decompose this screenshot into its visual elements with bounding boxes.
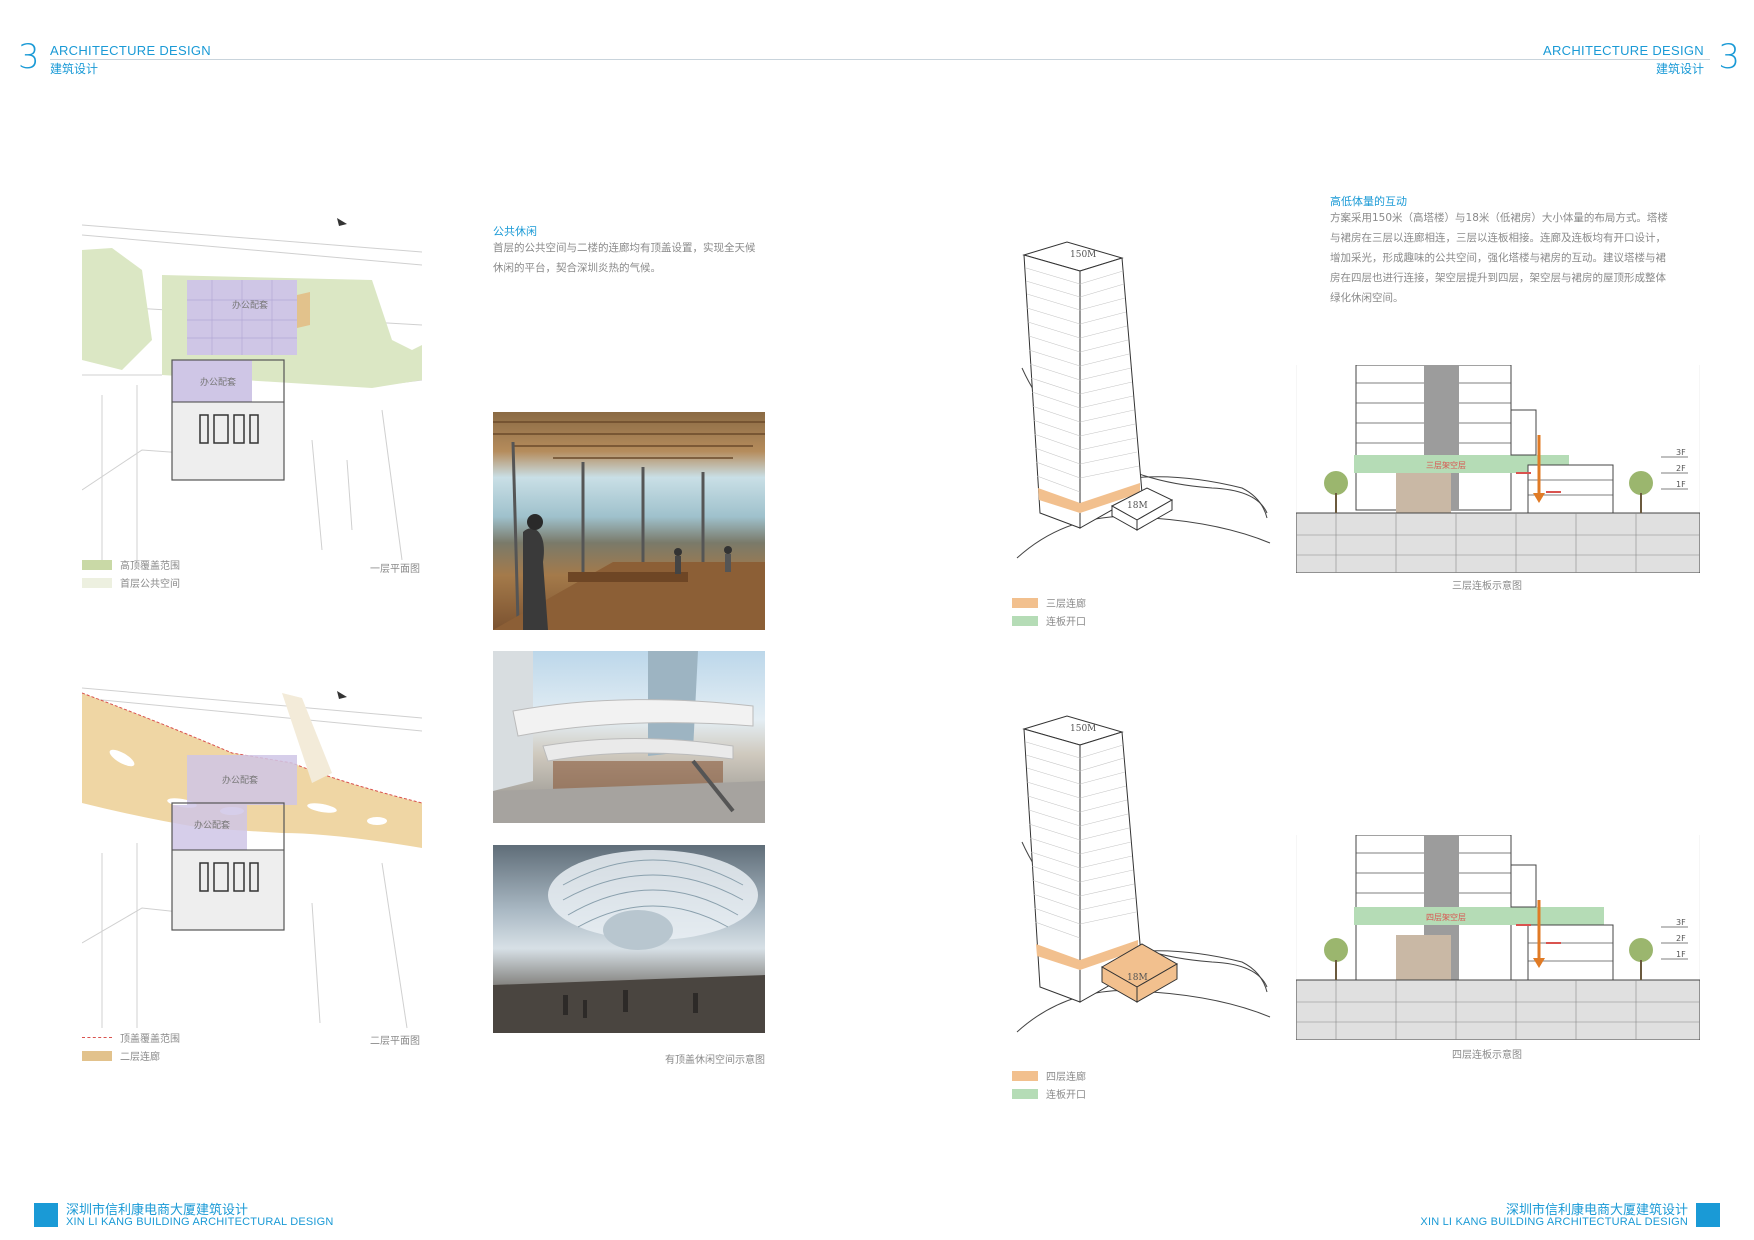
diagram1-legend-2: 连板开口	[1012, 613, 1086, 628]
footer-project-cn-right: 深圳市信利康电商大厦建筑设计	[1505, 1203, 1688, 1218]
section2-caption: 四层连板示意图	[1452, 1050, 1522, 1061]
section1-caption: 三层连板示意图	[1452, 581, 1522, 592]
section-text-public-leisure: 首层的公共空间与二楼的连廊均有顶盖设置，实现全天候休闲的平台，契合深圳炎热的气候…	[493, 242, 756, 274]
plan1-caption: 一层平面图	[370, 564, 420, 575]
section-text-volume-interaction: 方案采用150米（高塔楼）与18米（低裙房）大小体量的布局方式。塔楼与裙房在三层…	[1330, 212, 1668, 304]
section1-level-2f: 2F	[1676, 464, 1686, 473]
plan1-legend-2: 首层公共空间	[82, 575, 180, 590]
section1-level-1f: 1F	[1676, 480, 1686, 489]
section-title-volume-interaction: 高低体量的互动	[1330, 195, 1407, 208]
chapter-number-left: 3	[18, 37, 40, 77]
diagram1-podium-height: 18M	[1127, 501, 1148, 511]
photo-caption: 有顶盖休闲空间示意图	[665, 1055, 765, 1066]
footer-project-en-left: XIN LI KANG BUILDING ARCHITECTURAL DESIG…	[66, 1216, 334, 1228]
massing-diagram-level4: 150M 18M	[1016, 715, 1271, 1033]
footer-project-cn-left: 深圳市信利康电商大厦建筑设计	[66, 1203, 249, 1218]
plan2-legend-2: 二层连廊	[82, 1048, 160, 1063]
chapter-title-en-left: ARCHITECTURE DESIGN	[50, 43, 211, 58]
plan1-office-label-mid: 办公配套	[200, 376, 236, 388]
chapter-title-en-right: ARCHITECTURE DESIGN	[1543, 43, 1704, 58]
section2-band-label: 四层架空层	[1426, 912, 1466, 922]
diagram1-tower-height: 150M	[1070, 250, 1096, 260]
chapter-title-cn-right: 建筑设计	[1655, 62, 1704, 76]
diagram2-legend-1: 四层连廊	[1012, 1068, 1086, 1083]
chapter-number-right: 3	[1718, 37, 1740, 77]
section2-level-3f: 3F	[1676, 918, 1686, 927]
diagram2-tower-height: 150M	[1070, 724, 1096, 734]
second-floor-plan: 办公配套 办公配套	[82, 683, 422, 1033]
massing-diagram-level3: 150M 18M	[1016, 241, 1271, 559]
atrium-plaza-render	[493, 651, 765, 823]
footer-project-en-right: XIN LI KANG BUILDING ARCHITECTURAL DESIG…	[1420, 1216, 1688, 1228]
section2-level-1f: 1F	[1676, 950, 1686, 959]
ground-floor-plan: 办公配套 办公配套	[82, 210, 422, 560]
chapter-title-cn-left: 建筑设计	[50, 62, 99, 76]
footer-square-left	[34, 1203, 58, 1227]
plan2-caption: 二层平面图	[370, 1036, 420, 1047]
section2-level-2f: 2F	[1676, 934, 1686, 943]
header-rule	[50, 59, 1710, 60]
diagram1-legend-1: 三层连廊	[1012, 595, 1086, 610]
section-diagram-level4: 四层架空层 3F 2F 1F	[1296, 835, 1700, 1040]
plan1-legend-1: 高顶覆盖范围	[82, 557, 180, 572]
plan1-office-label-top: 办公配套	[232, 299, 268, 311]
footer-square-right	[1696, 1203, 1720, 1227]
plan2-legend-1: 顶盖覆盖范围	[82, 1030, 180, 1045]
plan2-office-label-top: 办公配套	[222, 774, 258, 786]
covered-walkway-render	[493, 412, 765, 630]
diagram2-legend-2: 连板开口	[1012, 1086, 1086, 1101]
section1-band-label: 三层架空层	[1426, 460, 1466, 470]
diagram2-podium-height: 18M	[1127, 973, 1148, 983]
section-title-public-leisure: 公共休闲	[493, 225, 537, 238]
section1-level-3f: 3F	[1676, 448, 1686, 457]
glass-roof-interior-render	[493, 845, 765, 1033]
plan2-office-label-mid: 办公配套	[194, 819, 230, 831]
section-diagram-level3: 三层架空层 3F 2F 1F	[1296, 365, 1700, 573]
